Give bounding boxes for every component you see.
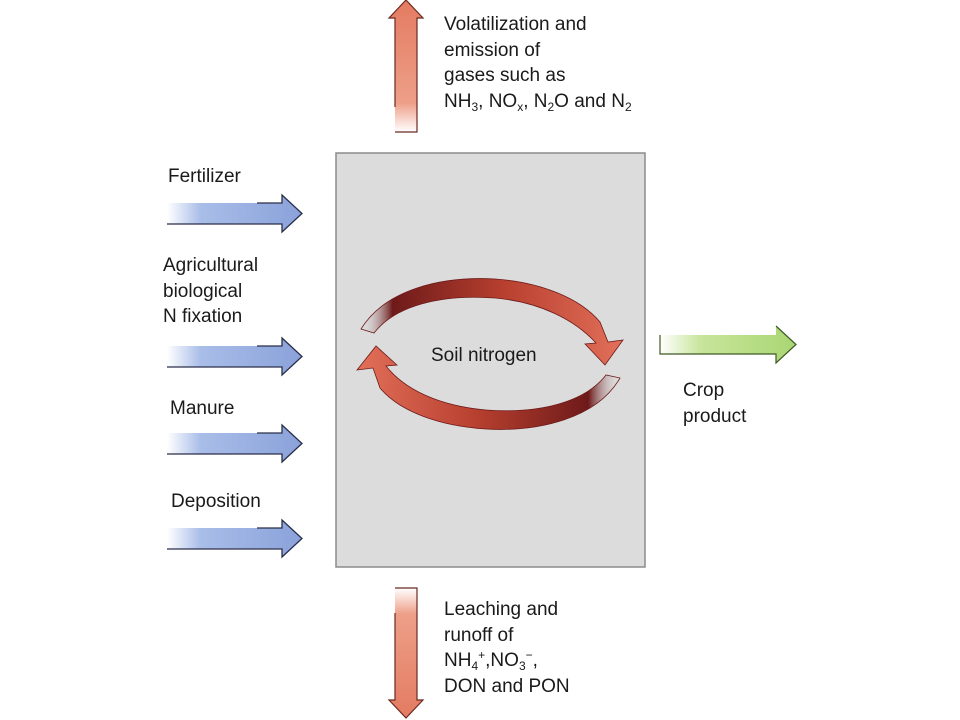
manure-arrow — [167, 425, 302, 462]
fertilizer-label: Fertilizer — [168, 166, 241, 187]
leaching-label: Leaching and runoff of NH4+,NO3−, DON an… — [444, 599, 570, 697]
fertilizer-arrow — [167, 195, 302, 232]
ion-formula-line: NH4+,NO3−, — [444, 648, 538, 673]
cycle-arrow-top — [360, 278, 624, 366]
bnf-arrow — [167, 338, 302, 375]
crop-product-label: Crop product — [683, 380, 747, 427]
cycle-arrow-bottom — [356, 345, 621, 430]
input-arrows — [167, 193, 303, 559]
deposition-label: Deposition — [171, 491, 261, 512]
volatilization-label: Volatilization and emission of gases suc… — [444, 14, 632, 114]
soil-nitrogen-label: Soil nitrogen — [431, 345, 537, 366]
crop-product-arrow — [659, 324, 797, 365]
gas-formula-line: NH3, NOx, N2O and N2 — [444, 90, 632, 114]
leaching-arrow — [387, 587, 425, 719]
volatilization-arrow — [387, 0, 425, 133]
deposition-arrow — [167, 520, 302, 557]
manure-label: Manure — [170, 398, 235, 419]
bnf-label: Agricultural biological N fixation — [163, 255, 259, 327]
soil-cycle-arrows — [356, 278, 624, 430]
